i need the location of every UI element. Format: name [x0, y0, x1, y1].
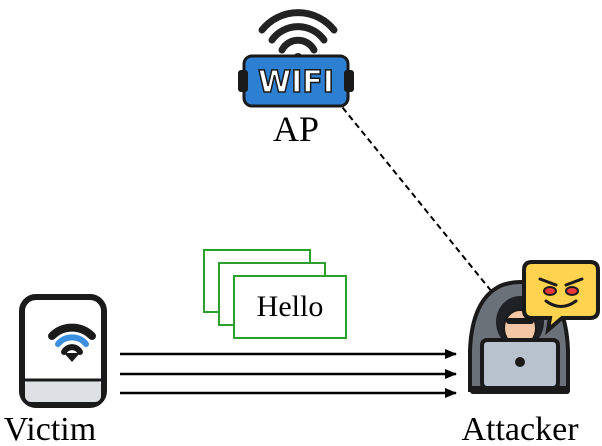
ap-label: AP: [273, 109, 319, 149]
wifi-badge-text: WIFI: [258, 65, 334, 100]
traffic-arrows: [120, 349, 457, 398]
smartphone-wifi-icon: [19, 294, 107, 408]
message-text: Hello: [257, 290, 324, 323]
angry-devil-icon: [522, 260, 600, 336]
attacker-label: Attacker: [461, 411, 579, 446]
hello-message-stack: Hello: [203, 249, 347, 339]
ap-attacker-link: [329, 91, 506, 309]
wifi-router-icon: WIFI: [238, 9, 354, 108]
victim-label: Victim: [4, 411, 96, 446]
message-frame-front: [233, 275, 347, 339]
